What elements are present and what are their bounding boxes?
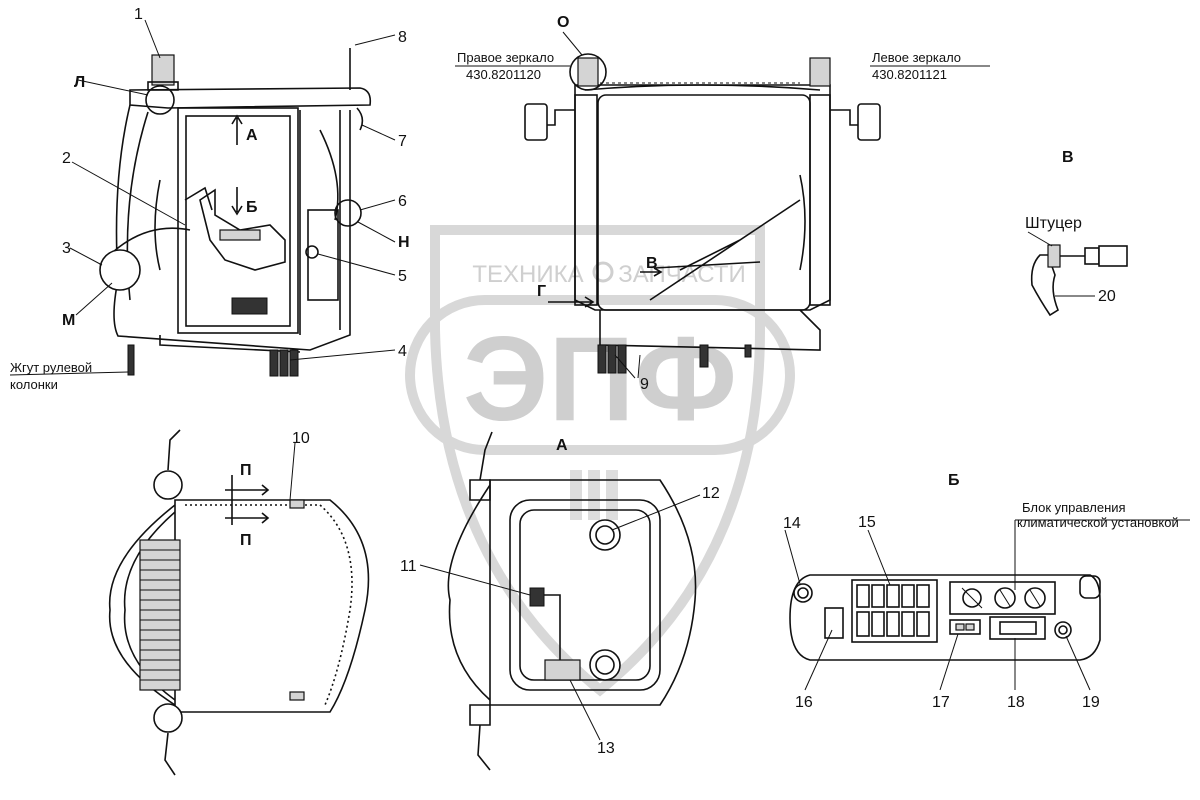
callout-9: 9: [640, 376, 649, 393]
callout-10: 10: [292, 430, 310, 447]
watermark-text-left: ТЕХНИКА: [472, 261, 583, 288]
callout-4: 4: [398, 343, 407, 360]
right-mirror-code: 430.8201120: [466, 67, 541, 82]
section-p-bottom: П: [240, 532, 252, 549]
view-b-title: Б: [948, 472, 960, 489]
callout-15: 15: [858, 514, 876, 531]
watermark-gear-icon: [592, 261, 614, 283]
cab-top-view-left: П П 10: [108, 429, 370, 776]
callout-19: 19: [1082, 694, 1100, 711]
cab-rear-view: Г В 9 О Правое зеркало 430.8201120 Левое…: [455, 14, 990, 393]
callout-18: 18: [1007, 694, 1025, 711]
left-mirror-caption: Левое зеркало: [872, 50, 961, 65]
watermark-text-right: ЗАПЧАСТИ: [618, 261, 745, 288]
detail-v-title: В: [1062, 149, 1074, 166]
switch-block: [851, 579, 938, 643]
steering-harness-caption-2: колонки: [10, 377, 58, 392]
rear-connectors: [597, 344, 752, 374]
detail-v-fitting: В Штуцер 20: [1025, 149, 1128, 317]
climate-caption-1: Блок управления: [1022, 500, 1126, 515]
cab-side-view: А Б: [99, 48, 372, 377]
side-label-b: Б: [246, 199, 258, 216]
callout-14: 14: [783, 515, 801, 532]
watermark: ТЕХНИКА ЗАПЧАСТИ ЭПФ: [405, 225, 795, 697]
view-g: Г: [537, 283, 546, 300]
detail-n: Н: [398, 234, 410, 251]
view-b-control-panel: Б 14 15 16: [783, 472, 1190, 711]
roof-ribs: [139, 539, 181, 691]
section-p-top: П: [240, 462, 252, 479]
arrow-g: [548, 296, 595, 308]
callout-11: 11: [400, 558, 417, 575]
callout-8: 8: [398, 29, 407, 46]
callout-16: 16: [795, 694, 813, 711]
side-view-callouts: 1 Л 2 3 М 8 7 6 Н 5 4 Жгут рулевой колон…: [9, 6, 410, 392]
callout-20: 20: [1098, 288, 1116, 305]
callout-7: 7: [398, 133, 407, 150]
callout-2: 2: [62, 150, 71, 167]
callout-12: 12: [702, 485, 720, 502]
climate-caption-2: климатической установкой: [1017, 515, 1179, 530]
arrow-v: [640, 267, 663, 277]
fitting-caption: Штуцер: [1025, 215, 1082, 232]
arrow-b-side: [231, 187, 243, 216]
arrow-a-side: [231, 114, 243, 145]
callout-13: 13: [597, 740, 615, 757]
view-a-underside: А 11 12 13: [400, 431, 720, 771]
detail-o: О: [557, 14, 569, 31]
callout-3: 3: [62, 240, 71, 257]
view-a-title: А: [556, 437, 568, 454]
climate-knobs: [949, 581, 1056, 615]
callout-5: 5: [398, 268, 407, 285]
callout-1: 1: [134, 6, 143, 23]
callout-6: 6: [398, 193, 407, 210]
left-mirror-code: 430.8201121: [872, 67, 947, 82]
callout-17: 17: [932, 694, 950, 711]
side-label-a: А: [246, 127, 258, 144]
view-v-arrow: В: [646, 255, 658, 272]
support-legs: [127, 344, 299, 377]
detail-l: Л: [74, 74, 85, 91]
detail-m: М: [62, 312, 75, 329]
steering-harness-caption-1: Жгут рулевой: [10, 360, 92, 375]
right-mirror-caption: Правое зеркало: [457, 50, 554, 65]
